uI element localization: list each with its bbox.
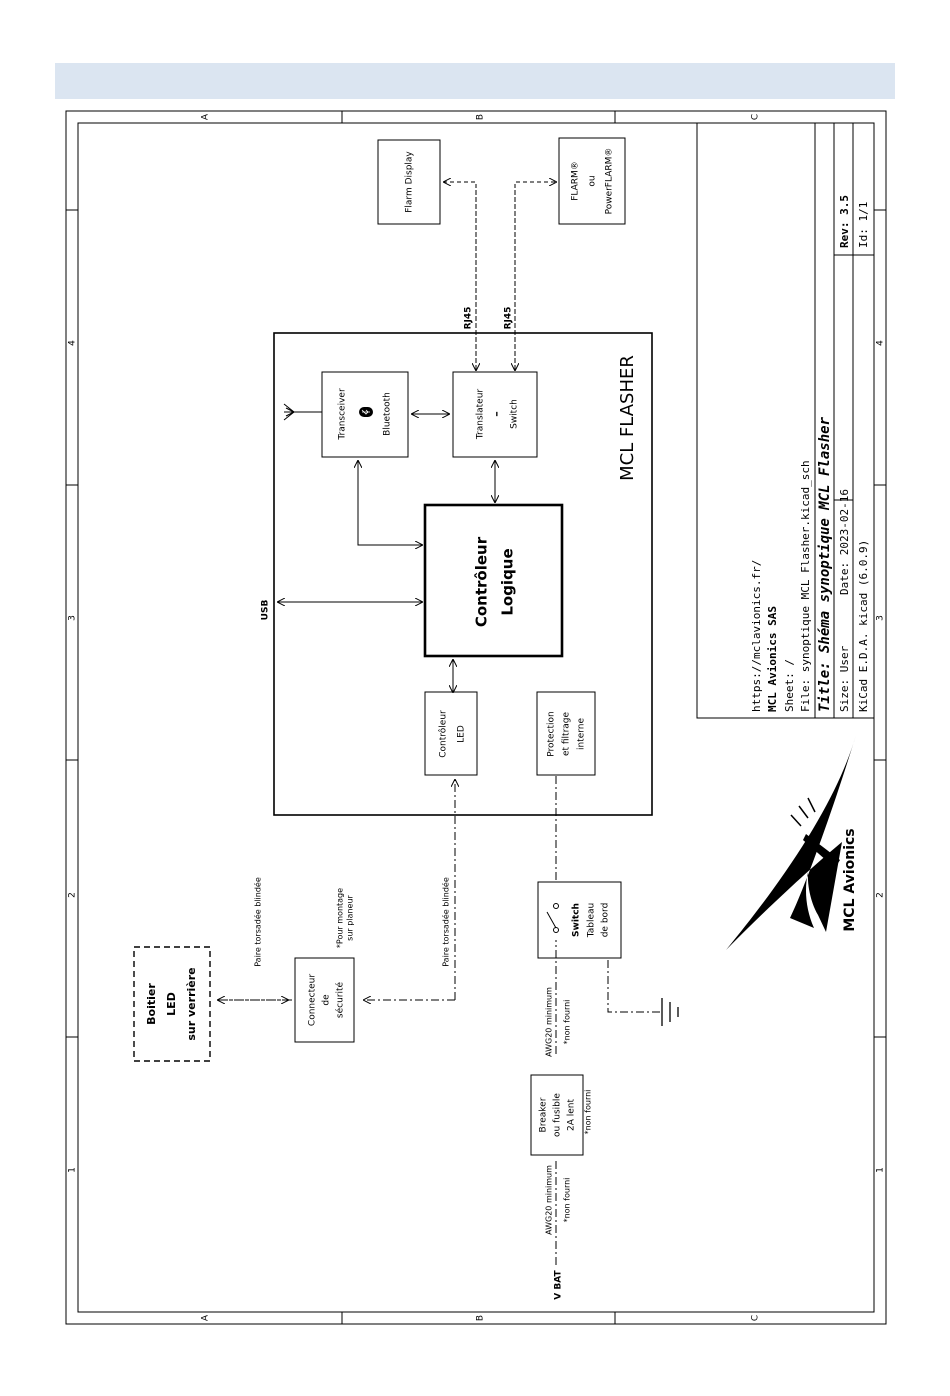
- connecteur-box: [294, 957, 355, 1043]
- zone-top-b: B: [476, 114, 486, 120]
- flarm-line1: FLARM®: [571, 161, 581, 201]
- tb-file: File: synoptique MCL Flasher.kicad_sch: [799, 460, 812, 712]
- zone-ticks: [66, 111, 886, 1324]
- zone-bottom-a: A: [201, 1314, 211, 1321]
- tb-company: MCL Avionics SAS: [766, 606, 779, 712]
- flarm-line2: ou: [588, 175, 598, 186]
- mcl-flasher-enclosure: [273, 332, 653, 816]
- translator-box: [452, 371, 538, 458]
- boitier-led-box: [133, 946, 211, 1062]
- logo-brand-text: MCL Avionics: [842, 828, 858, 931]
- zone-right-1: 1: [876, 1167, 886, 1173]
- outer-frame: [65, 110, 887, 1325]
- top-banner: [55, 63, 895, 99]
- controleur-logique-line2: Logique: [499, 548, 517, 615]
- vbat-label: V BAT: [554, 1269, 564, 1299]
- tb-title: Title: Shéma synoptique MCL Flasher: [817, 416, 833, 712]
- tb-url: https://mclavionics.fr/: [750, 560, 763, 712]
- protection-line2: et filtrage: [562, 711, 572, 756]
- connecteur-line3: sécurité: [335, 981, 346, 1018]
- translator-line3: Switch: [510, 399, 520, 429]
- controleur-led-box: [424, 691, 478, 776]
- zone-right-2: 2: [876, 892, 886, 898]
- switch-box: [537, 881, 622, 959]
- rj45-label-1: RJ45: [464, 307, 474, 330]
- breaker-box: [530, 1074, 584, 1156]
- led-wiring: [218, 780, 455, 1000]
- switch-line2: Tableau: [587, 903, 597, 939]
- tb-rev: Rev: 3.5: [838, 195, 851, 248]
- zone-bottom-c: C: [751, 1315, 761, 1321]
- zone-bottom-b: B: [476, 1315, 486, 1321]
- transceiver-line1: Transceiver: [338, 388, 348, 441]
- breaker-line3: 2A lent: [567, 1099, 577, 1131]
- usb-label: USB: [261, 600, 271, 621]
- translator-line1: Translateur: [476, 389, 486, 441]
- zone-left-3: 3: [68, 615, 78, 621]
- zone-right-3: 3: [876, 615, 886, 621]
- zone-top-a: A: [201, 113, 211, 120]
- title-block-frame: [696, 122, 875, 719]
- zone-top-c: C: [751, 114, 761, 120]
- protection-box: [536, 691, 596, 776]
- boitier-line1: Boitier: [145, 983, 158, 1025]
- protection-line3: interne: [577, 718, 587, 751]
- awg-a-line2: *non fourni: [563, 1178, 572, 1223]
- tb-size: Size: User: [838, 645, 851, 712]
- controleur-led-line2: LED: [457, 725, 467, 743]
- switch-line1: Switch: [572, 903, 582, 937]
- pour-montage-line2: sur planeur: [346, 894, 355, 940]
- boitier-line3: sur verrière: [185, 967, 198, 1040]
- paire-torsadee-label-1: Paire torsadée blindée: [253, 877, 263, 967]
- transceiver-box: [321, 371, 409, 458]
- tb-kicad: KiCad E.D.A. kicad (6.0.9): [857, 540, 870, 712]
- mcl-flasher-label: MCL FLASHER: [617, 355, 638, 481]
- awg-b-line1: AWG20 minimum: [545, 987, 554, 1057]
- zone-left-1: 1: [68, 1167, 78, 1173]
- connecteur-line2: de: [322, 994, 332, 1006]
- flarm-display-box: [377, 139, 441, 225]
- tb-sheet: Sheet: /: [783, 659, 796, 712]
- flarm-box: [558, 137, 626, 225]
- zone-right-4: 4: [876, 340, 886, 346]
- paire-torsadee-label-2: Paire torsadée blindée: [441, 877, 451, 967]
- bluetooth-icon: [359, 407, 373, 417]
- breaker-non-fourni: *non fourni: [584, 1090, 593, 1135]
- breaker-line2: ou fusible: [553, 1093, 563, 1137]
- flarm-labels: FLARM® ou PowerFLARM®: [571, 148, 615, 215]
- mcl-avionics-logo: [726, 735, 856, 950]
- tb-date: Date: 2023-02-16: [838, 489, 851, 595]
- internal-links: [278, 414, 495, 692]
- awg-b-line2: *non fourni: [563, 1000, 572, 1045]
- flarm-display-label: Flarm Display: [405, 151, 415, 213]
- power-wiring: [555, 776, 660, 1265]
- zone-labels: A B C A B C 4 3 2 1 4 3 2 1: [68, 113, 886, 1321]
- tb-id: Id: 1/1: [857, 202, 870, 248]
- awg-a-line1: AWG20 minimum: [545, 1165, 554, 1235]
- boitier-line2: LED: [165, 992, 178, 1016]
- zone-left-4: 4: [68, 340, 78, 346]
- controleur-logique-box: [423, 503, 564, 658]
- flarm-line3: PowerFLARM®: [605, 148, 615, 215]
- controleur-logique-line1: Contrôleur: [473, 536, 491, 627]
- rj45-links: [444, 182, 556, 370]
- translator-line2: –: [490, 411, 503, 417]
- switch-symbol-icon: [546, 903, 559, 933]
- breaker-line1: Breaker: [539, 1097, 549, 1132]
- pour-montage-line1: *Pour montage: [336, 888, 345, 948]
- antenna-icon: [283, 403, 322, 421]
- zone-left-2: 2: [68, 892, 78, 898]
- controleur-led-line1: Contrôleur: [438, 710, 449, 758]
- connecteur-line1: Connecteur: [308, 974, 318, 1026]
- rj45-label-2: RJ45: [504, 307, 514, 330]
- switch-line3: de bord: [601, 903, 611, 938]
- title-block: https://mclavionics.fr/ MCL Avionics SAS…: [750, 195, 870, 712]
- ground-icon: [661, 998, 679, 1026]
- transceiver-line2: Bluetooth: [383, 392, 393, 436]
- protection-line1: Protection: [547, 711, 557, 757]
